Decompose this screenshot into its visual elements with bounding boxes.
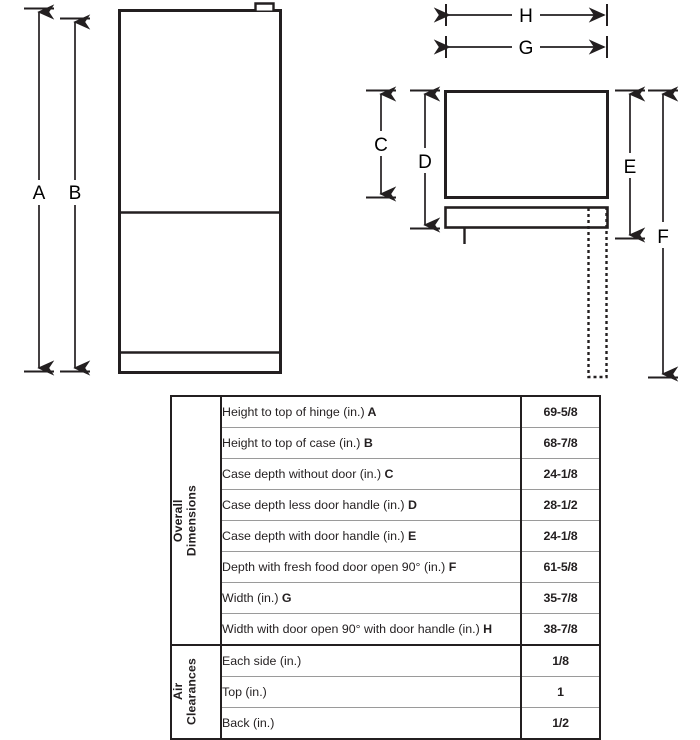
dimension-label-b: B — [69, 183, 82, 204]
row-value: 61-5/8 — [520, 551, 599, 583]
row-label: Height to top of hinge (in.) A — [221, 397, 521, 428]
row-value: 68-7/8 — [520, 427, 599, 459]
cabinet-outline — [118, 9, 282, 374]
row-value: 1 — [520, 676, 599, 708]
row-label-text: Height to top of case (in.) — [222, 436, 361, 450]
row-value: 1/2 — [520, 707, 599, 738]
group-label-overall-dimensions: Overall Dimensions — [171, 397, 222, 645]
row-label-text: Back (in.) — [222, 716, 275, 730]
row-value: 69-5/8 — [520, 397, 599, 428]
dimension-label-a: A — [33, 183, 46, 204]
row-value: 1/8 — [520, 645, 599, 677]
row-label: Width (in.) G — [221, 582, 521, 614]
row-dimension-letter: D — [404, 498, 417, 512]
dimension-d: D — [410, 86, 441, 233]
row-label-text: Width (in.) — [222, 591, 279, 605]
row-label-text: Depth with fresh food door open 90° (in.… — [222, 560, 446, 574]
table-row: Top (in.) 1 — [172, 676, 599, 708]
row-label-text: Case depth without door (in.) — [222, 467, 382, 481]
hinge-cap — [254, 2, 275, 11]
row-label: Width with door open 90° with door handl… — [221, 613, 521, 646]
row-dimension-letter: C — [381, 467, 394, 481]
diagram-svg: A B H — [24, 2, 679, 382]
row-dimension-letter: H — [479, 622, 493, 636]
dimension-label-g: G — [519, 38, 534, 59]
row-label-text: Top (in.) — [222, 685, 267, 699]
dimension-label-c: C — [374, 135, 388, 156]
row-label: Each side (in.) — [221, 645, 521, 677]
table-row: Back (in.) 1/2 — [172, 707, 599, 739]
dimension-label-h: H — [519, 6, 533, 27]
dimension-label-f: F — [657, 227, 669, 248]
row-label: Height to top of case (in.) B — [221, 427, 521, 459]
row-label-text: Width with door open 90° with door handl… — [222, 622, 480, 636]
specifications-table: Overall Dimensions Height to top of hinge… — [170, 395, 601, 740]
open-door-dashed-outline — [587, 208, 608, 379]
row-label: Case depth with door handle (in.) E — [221, 520, 521, 552]
row-label-text: Height to top of hinge (in.) — [222, 405, 365, 419]
group-label-text: Air Clearances — [171, 658, 199, 726]
row-label: Back (in.) — [221, 708, 521, 739]
table-row: Width with door open 90° with door handl… — [172, 613, 599, 646]
front-elevation-view — [118, 2, 282, 374]
row-dimension-letter: G — [278, 591, 292, 605]
door-bar — [444, 206, 609, 229]
specifications-table-inner: Overall Dimensions Height to top of hinge… — [171, 397, 599, 739]
top-plan-view — [444, 90, 609, 379]
dimension-h: H — [433, 4, 608, 27]
row-value: 28-1/2 — [520, 489, 599, 521]
row-label: Depth with fresh food door open 90° (in.… — [221, 551, 521, 583]
group-label-air-clearances: Air Clearances — [171, 644, 222, 738]
row-value: 35-7/8 — [520, 582, 599, 614]
row-value: 38-7/8 — [520, 613, 599, 646]
dimension-f: F — [648, 86, 679, 382]
dimension-c: C — [366, 86, 397, 202]
row-dimension-letter: B — [360, 436, 373, 450]
row-label-text: Each side (in.) — [222, 654, 302, 668]
table-row: Overall Dimensions Height to top of hinge… — [171, 397, 599, 645]
group-label-text: Overall Dimensions — [171, 484, 199, 557]
dimension-label-d: D — [418, 152, 432, 173]
row-dimension-letter: E — [404, 529, 417, 543]
row-dimension-letter: F — [445, 560, 457, 574]
row-label: Top (in.) — [221, 676, 521, 708]
dimension-diagram: A B H — [24, 2, 679, 382]
dimension-b: B — [60, 14, 91, 376]
dimension-g: G — [433, 36, 608, 59]
row-label-text: Case depth with door handle (in.) — [222, 529, 405, 543]
dimension-e: E — [615, 86, 646, 243]
row-label-text: Case depth less door handle (in.) — [222, 498, 405, 512]
dimension-label-e: E — [624, 157, 637, 178]
case-outline — [444, 90, 609, 199]
row-value: 24-1/8 — [520, 458, 599, 490]
row-label: Case depth less door handle (in.) D — [221, 489, 521, 521]
table-row: Air Clearances Each side (in.) 1/8 — [171, 644, 599, 738]
row-value: 24-1/8 — [520, 520, 599, 552]
dimension-a: A — [24, 4, 55, 376]
row-dimension-letter: A — [364, 405, 377, 419]
row-label: Case depth without door (in.) C — [221, 458, 521, 490]
table-row: Depth with fresh food door open 90° (in.… — [172, 551, 599, 583]
